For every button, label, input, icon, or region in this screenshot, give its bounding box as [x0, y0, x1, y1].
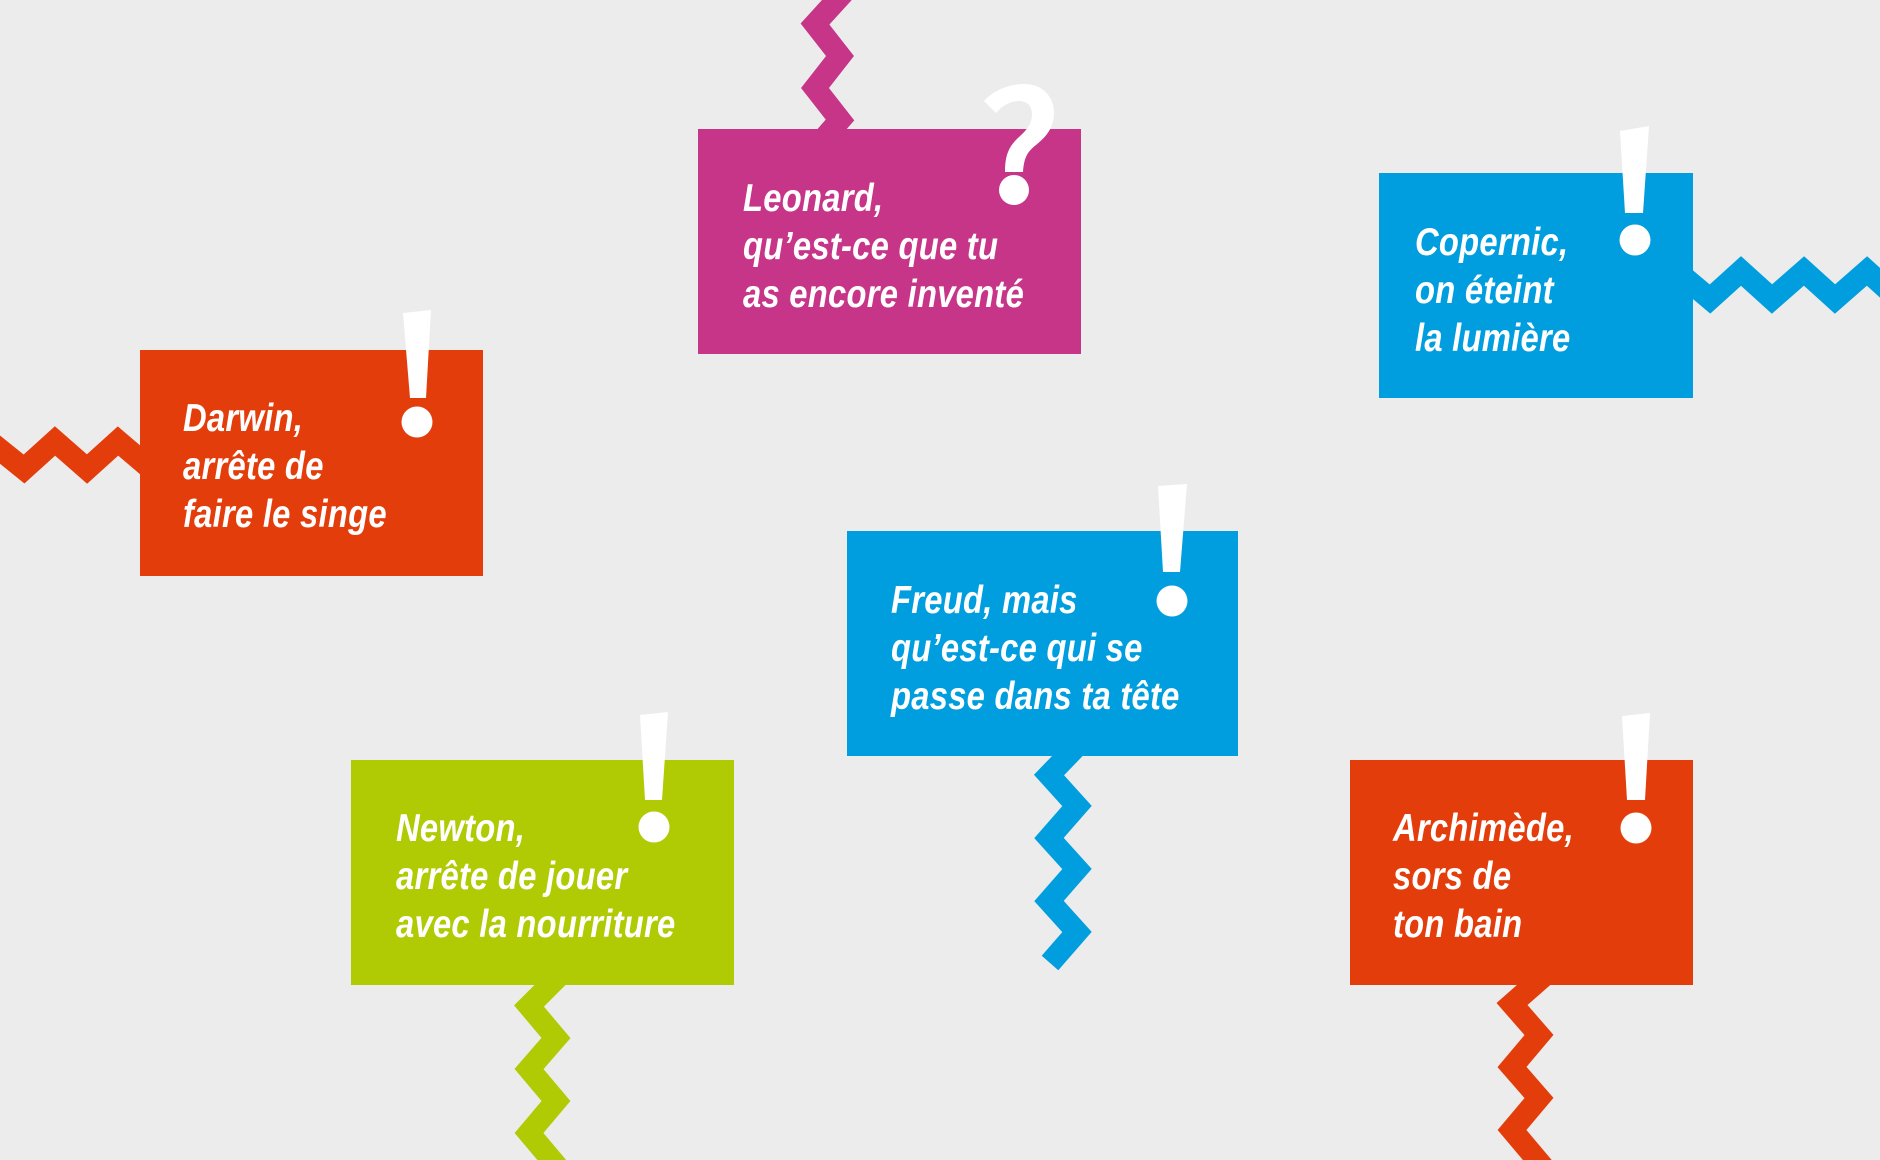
bubble-line: ton bain: [1393, 903, 1523, 946]
bubble-line: faire le singe: [183, 493, 387, 536]
exclamation-mark-icon: [1619, 126, 1651, 256]
bubble-line: as encore inventé: [743, 273, 1025, 316]
bubble-newton: Newton, arrête de jouer avec la nourritu…: [351, 760, 734, 985]
bubble-line: qu’est-ce qui se: [891, 627, 1143, 670]
exclamation-mark-icon: [1620, 713, 1652, 844]
bubble-line: la lumière: [1415, 317, 1571, 360]
bubble-line: qu’est-ce que tu: [743, 225, 999, 268]
question-mark-icon: [984, 84, 1054, 205]
exclamation-mark-icon: [638, 712, 670, 843]
bubble-line: Copernic,: [1415, 221, 1569, 264]
bubble-line: Freud, mais: [891, 579, 1078, 622]
bubble-line: Leonard,: [743, 177, 884, 220]
bubble-text: Leonard, qu’est-ce que tu as encore inve…: [743, 175, 1024, 319]
bubble-text: Freud, mais qu’est-ce qui se passe dans …: [891, 577, 1180, 721]
bubble-line: on éteint: [1415, 269, 1554, 312]
bubble-line: Darwin,: [183, 397, 304, 440]
bubble-text: Copernic, on éteint la lumière: [1415, 219, 1570, 363]
bubble-line: avec la nourriture: [396, 903, 676, 946]
bubble-text: Newton, arrête de jouer avec la nourritu…: [396, 805, 675, 949]
bubble-leonard: Leonard, qu’est-ce que tu as encore inve…: [698, 129, 1081, 354]
bubble-line: arrête de: [183, 445, 324, 488]
exclamation-mark-icon: [401, 310, 433, 438]
exclamation-mark-icon: [1156, 484, 1188, 617]
bubble-text: Darwin, arrête de faire le singe: [183, 395, 387, 539]
bubble-line: Archimède,: [1393, 807, 1574, 850]
bubble-line: arrête de jouer: [396, 855, 628, 898]
bubble-line: passe dans ta tête: [891, 675, 1180, 718]
bubble-freud: Freud, mais qu’est-ce qui se passe dans …: [847, 531, 1238, 756]
bubble-line: Newton,: [396, 807, 526, 850]
bubble-line: sors de: [1393, 855, 1512, 898]
bubble-text: Archimède, sors de ton bain: [1393, 805, 1574, 949]
